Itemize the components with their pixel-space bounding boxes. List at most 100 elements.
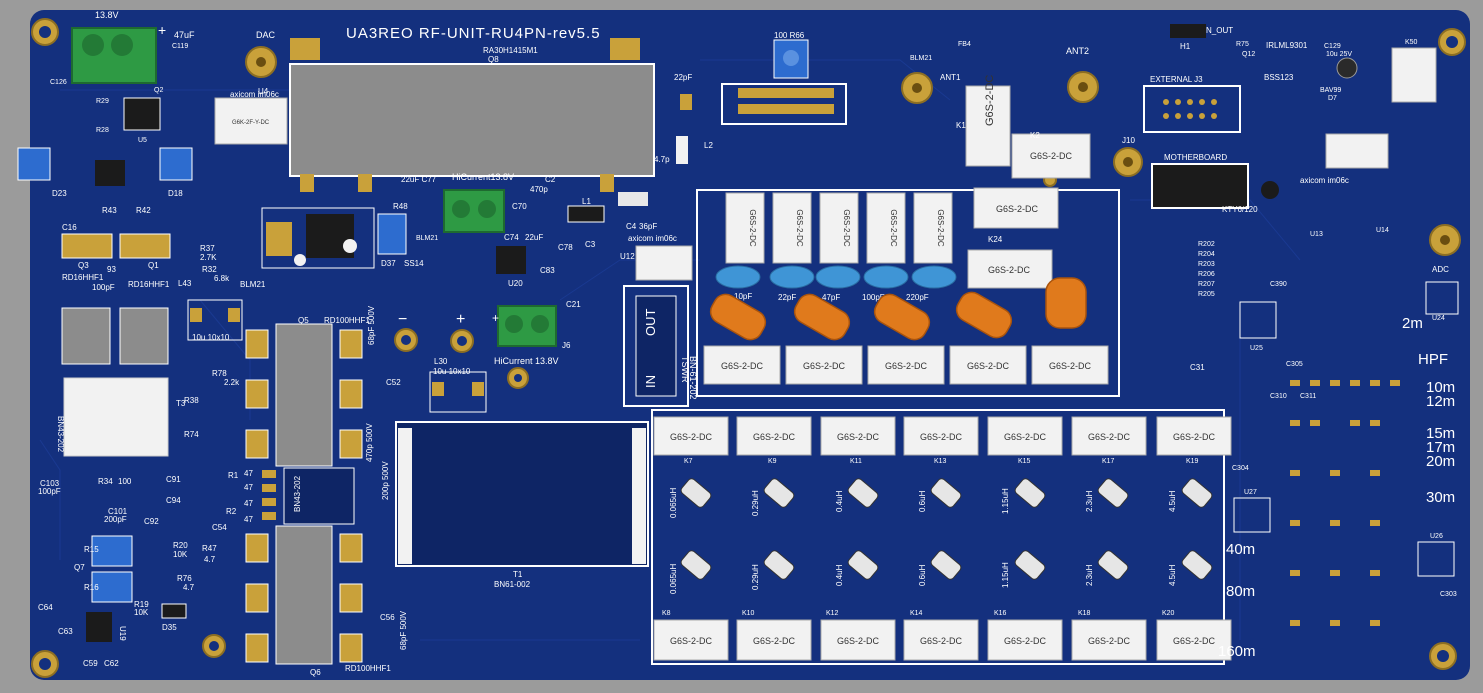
relay-k25-text: G6S-2-DC <box>988 265 1031 275</box>
c70-label: C70 <box>512 202 527 211</box>
lpf-bottom-relay-6: G6S-2-DC <box>1088 636 1131 646</box>
c74-value: 22uF <box>525 233 543 242</box>
relay-k2 <box>1011 133 1091 179</box>
q12-label: Q12 <box>1242 51 1255 58</box>
band-12m: 12m <box>1426 393 1455 410</box>
r48-label: R48 <box>393 202 408 211</box>
dac-label: DAC <box>256 30 276 40</box>
t1-transformer <box>395 421 649 567</box>
c303-label: C303 <box>1440 591 1457 598</box>
r78-label: R78 <box>212 369 227 378</box>
band-17m: 17m <box>1426 439 1455 456</box>
k2-label: K2 <box>1030 131 1040 140</box>
c311-label: C311 <box>1300 393 1316 400</box>
l30-label: L30 <box>434 357 448 366</box>
lpf-ind-2-top: 0.29uH <box>751 490 760 516</box>
r37-value: 2.7K <box>200 253 217 262</box>
lpf-top-relay-3: G6S-2-DC <box>837 432 880 442</box>
hpf-bottom-relay-2: G6S-2-DC <box>803 361 846 371</box>
lpf-bottom-ref-1: K8 <box>662 610 671 617</box>
k50-label: K50 <box>1405 39 1418 46</box>
lpf-ind-2-bot: 0.29uH <box>751 564 760 590</box>
q2-label: Q2 <box>154 87 163 94</box>
ant2-label: ANT2 <box>1066 46 1089 56</box>
q8-module-pad <box>290 38 320 60</box>
lpf-bottom-ref-3: K12 <box>826 610 839 617</box>
l1-label: L1 <box>582 197 591 206</box>
k24-label: K24 <box>988 235 1003 244</box>
u24-label: U24 <box>1432 315 1445 322</box>
h1-label: H1 <box>1180 42 1191 51</box>
tswr-block <box>623 285 689 407</box>
r76-label: R76 <box>177 574 192 583</box>
minus-mark: − <box>398 311 407 328</box>
u4-label: U4 <box>258 87 269 96</box>
tswr-label: TSWR <box>680 356 690 383</box>
c2-label: C2 <box>545 175 556 184</box>
band-80m: 80m <box>1226 583 1255 600</box>
relay-k1 <box>965 85 1011 167</box>
hpf-relay-2-text: G6S-2-DC <box>795 209 804 247</box>
k1-label: K1 <box>956 121 966 130</box>
blm21-b-label: BLM21 <box>416 235 438 242</box>
c-100pf-label: 100pF <box>92 283 115 292</box>
c56-value: 68pF 500V <box>399 610 408 650</box>
lpf-top-ref-5: K15 <box>1018 458 1031 465</box>
relay-k25 <box>967 249 1053 289</box>
r203-label: R203 <box>1198 261 1215 268</box>
hpf-relay-4 <box>866 192 906 264</box>
hpf-relay-1 <box>725 192 765 264</box>
relay-k1-text: G6S-2-DC <box>984 75 996 126</box>
trimmer-r48 <box>377 213 407 255</box>
lpf-ind-6-bot: 2.3uH <box>1085 564 1094 586</box>
r47-b: 47 <box>244 483 253 492</box>
c78-label: C78 <box>558 243 573 252</box>
plus-mark-2: + <box>492 311 499 325</box>
q6-transistor <box>275 525 333 665</box>
hpf-relay-3-text: G6S-2-DC <box>842 209 851 247</box>
c52-label: C52 <box>386 378 401 387</box>
band-2m: 2m <box>1402 315 1423 332</box>
q3-transistor <box>61 233 113 259</box>
hicurrent-2-label: HiCurrent 13.8V <box>494 356 559 366</box>
r47-value: 4.7 <box>204 555 216 564</box>
axicom-relay-1 <box>214 97 288 145</box>
c4-label: C4 <box>626 222 637 231</box>
lpf-section-frame <box>651 409 1225 665</box>
r47-label: R47 <box>202 544 217 553</box>
hpf-cap-2: 22pF <box>778 293 796 302</box>
q8-module-body <box>289 63 655 177</box>
r20-value: 10K <box>173 550 188 559</box>
lpf-top-ref-2: K9 <box>768 458 777 465</box>
t3-label: T3 <box>176 399 186 408</box>
c103-value: 100pF <box>38 487 61 496</box>
u20-label: U20 <box>508 279 523 288</box>
hicurrent-1-label: HiCurrent13.8V <box>452 172 514 182</box>
supply-voltage: 13.8V <box>95 10 119 20</box>
c101-value: 200pF <box>104 515 127 524</box>
c-47p-label: 4.7p <box>654 155 670 164</box>
q3-label: Q3 <box>78 261 89 270</box>
fb4-label: FB4 <box>958 41 971 48</box>
lpf-bottom-ref-7: K20 <box>1162 610 1175 617</box>
bss123-label: BSS123 <box>1264 73 1294 82</box>
c63-label: C63 <box>58 627 73 636</box>
d37-label: D37 <box>381 259 396 268</box>
lpf-top-ref-7: K19 <box>1186 458 1199 465</box>
lpf-ind-6-top: 2.3uH <box>1085 490 1094 512</box>
d23-label: D23 <box>52 189 67 198</box>
r32-value: 6.8k <box>214 274 230 283</box>
r78-value: 2.2k <box>224 378 240 387</box>
u5-label: U5 <box>138 137 147 144</box>
hpf-cap-3: 47pF <box>822 293 840 302</box>
lpf-top-relay-6: G6S-2-DC <box>1088 432 1131 442</box>
r37-label: R37 <box>200 244 215 253</box>
lpf-top-ref-3: K11 <box>850 458 862 465</box>
hpf-bottom-relay-3: G6S-2-DC <box>885 361 928 371</box>
external-j3-label: EXTERNAL J3 <box>1150 75 1203 84</box>
l43-label: L43 <box>178 279 192 288</box>
r16-label: R16 <box>84 583 99 592</box>
c21-label: C21 <box>566 300 581 309</box>
r38-label: R38 <box>184 396 199 405</box>
